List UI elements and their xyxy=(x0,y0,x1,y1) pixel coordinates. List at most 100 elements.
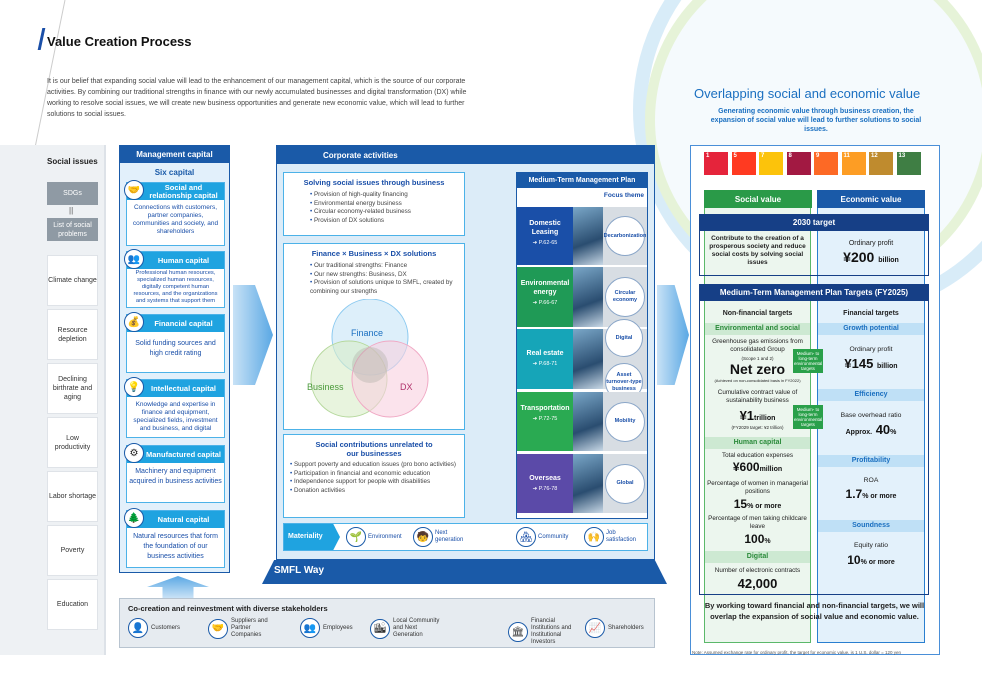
issue-box: Low productivity xyxy=(47,417,98,468)
edu-label: Total education expenses xyxy=(721,452,794,459)
capital-name: Intellectual capital xyxy=(127,380,224,397)
env-target-tag: Medium- to long-term environmental targe… xyxy=(793,349,823,373)
page-link[interactable]: ➔ P.62-65 xyxy=(532,240,558,246)
econ-2030-value: ¥200 xyxy=(843,249,875,265)
bor-label: Base overhead ratio xyxy=(840,412,902,419)
solving-issues-title: Solving social issues through business xyxy=(303,178,445,187)
sdg-goal-icon: 8 xyxy=(786,152,811,175)
page-link[interactable]: ➔ P.66-67 xyxy=(532,300,558,306)
page-link[interactable]: ➔ P.68-71 xyxy=(532,361,558,367)
business-photo xyxy=(573,267,603,327)
list-item: Support poverty and education issues (pr… xyxy=(290,461,464,470)
list-item: Circular economy-related business xyxy=(310,208,464,217)
eq-value: 10 xyxy=(847,553,861,567)
next-generation-icon: 🧒 xyxy=(413,527,433,547)
business-name: Environmental energy xyxy=(520,280,570,296)
social-contributions-box: Social contributions unrelated to our bu… xyxy=(283,434,465,518)
intro-text: It is our belief that expanding social v… xyxy=(47,78,467,118)
lightbulb-icon: 💡 xyxy=(124,377,144,397)
sdgs-box: SDGs xyxy=(47,182,98,205)
focus-theme-circle: Global xyxy=(605,463,645,504)
economic-value-column xyxy=(817,208,925,643)
capital-name: Social and relationship capital xyxy=(127,183,224,200)
stakeholder: Customers xyxy=(151,624,181,631)
customers-icon: 👤 xyxy=(128,618,148,638)
women-value: 15 xyxy=(733,497,748,511)
materiality-bar: Materiality 🌱Environment 🧒Next generatio… xyxy=(283,523,648,551)
mtmp-targets-title: Medium-Term Management Plan Targets (FY2… xyxy=(699,284,929,301)
overlap-title: Overlapping social and economic value xyxy=(694,86,921,101)
bor-unit: % xyxy=(890,429,897,436)
soundness-header: Soundness xyxy=(818,520,924,532)
env-target-tag: Medium- to long-term environmental targe… xyxy=(793,405,823,429)
stakeholder: Suppliers and Partner Companies xyxy=(231,618,268,638)
capital-name: Human capital xyxy=(127,252,224,269)
business-photo xyxy=(573,207,603,265)
list-item: Independence support for people with dis… xyxy=(290,478,464,487)
roa-unit: % or more xyxy=(862,493,897,500)
handshake-icon: 🤝 xyxy=(124,180,144,200)
list-item: Provision of DX solutions xyxy=(310,217,464,226)
list-item: Our traditional strengths: Finance xyxy=(310,262,464,271)
sust-value: ¥1 xyxy=(739,408,755,423)
business-name: Transportation xyxy=(520,405,570,412)
bor-prefix: Approx. xyxy=(845,429,873,436)
men-value: 100 xyxy=(744,532,765,546)
overlap-subtitle: Generating economic value through busine… xyxy=(710,108,922,133)
page-link[interactable]: ➔ P.72-75 xyxy=(532,416,558,422)
op-unit: billion xyxy=(876,363,898,370)
eq-label: Equity ratio xyxy=(853,542,888,549)
stakeholder: Local Community and Next Generation xyxy=(393,618,440,638)
mtmp-targets-box xyxy=(699,301,929,595)
sdg-goal-icon: 11 xyxy=(841,152,866,175)
roa-value: 1.7 xyxy=(845,487,863,501)
ghg-scope: (Scope 1 and 2) xyxy=(741,356,774,361)
sdg-goal-icon: 5 xyxy=(731,152,756,175)
people-icon: 👥 xyxy=(124,249,144,269)
business-name: Domestic Leasing xyxy=(529,220,561,236)
social-2030-target: Contribute to the creation of a prospero… xyxy=(709,235,806,266)
materiality-item: Job satisfaction xyxy=(606,530,637,543)
management-capital-panel: Management capital Six capital 🤝Social a… xyxy=(119,145,230,573)
venn-finance: Finance xyxy=(351,328,384,338)
page-link[interactable]: ➔ P.76-78 xyxy=(532,486,558,492)
focus-theme-circle: Mobility xyxy=(605,401,645,442)
stakeholder: Employees xyxy=(323,624,353,631)
solutions-title: Finance × Business × DX solutions xyxy=(311,249,437,258)
capital-desc: Solid funding sources and high credit ra… xyxy=(135,340,216,357)
edu-value: ¥600 xyxy=(732,460,760,474)
solutions-box: Finance × Business × DX solutions Our tr… xyxy=(283,243,465,430)
up-arrow xyxy=(147,576,209,598)
focus-theme-circle: Digital xyxy=(605,319,643,357)
nonfin-title: Non-financial targets xyxy=(722,310,793,317)
materiality-item: Environment xyxy=(368,533,402,540)
women-unit: % or more xyxy=(747,503,782,510)
digital-header: Digital xyxy=(705,551,810,563)
social-contributions-title: Social contributions unrelated to our bu… xyxy=(315,440,433,458)
list-item: Provision of solutions unique to SMFL, c… xyxy=(310,279,464,296)
econ-2030-label: Ordinary profit xyxy=(848,240,894,247)
social-value-header: Social value xyxy=(704,190,812,208)
capital-name: Manufactured capital xyxy=(127,446,224,463)
capital-name: Natural capital xyxy=(127,511,224,528)
smfl-way-banner: SMFL Way xyxy=(262,560,667,584)
ghg-value: Net zero xyxy=(729,361,786,377)
list-item: Participation in financial and economic … xyxy=(290,470,464,479)
capital-desc: Connections with customers, partner comp… xyxy=(132,204,219,235)
roa-label: ROA xyxy=(863,477,879,484)
capital-desc: Professional human resources, specialize… xyxy=(133,270,218,304)
venn-diagram xyxy=(310,299,429,418)
sdg-goal-icon: 7 xyxy=(759,152,783,175)
equals-sign: || xyxy=(69,206,74,215)
business-photo xyxy=(573,454,603,513)
list-item: Environmental energy business xyxy=(310,200,464,209)
footnote: Note: Assumed exchange rate for ordinary… xyxy=(692,650,901,655)
